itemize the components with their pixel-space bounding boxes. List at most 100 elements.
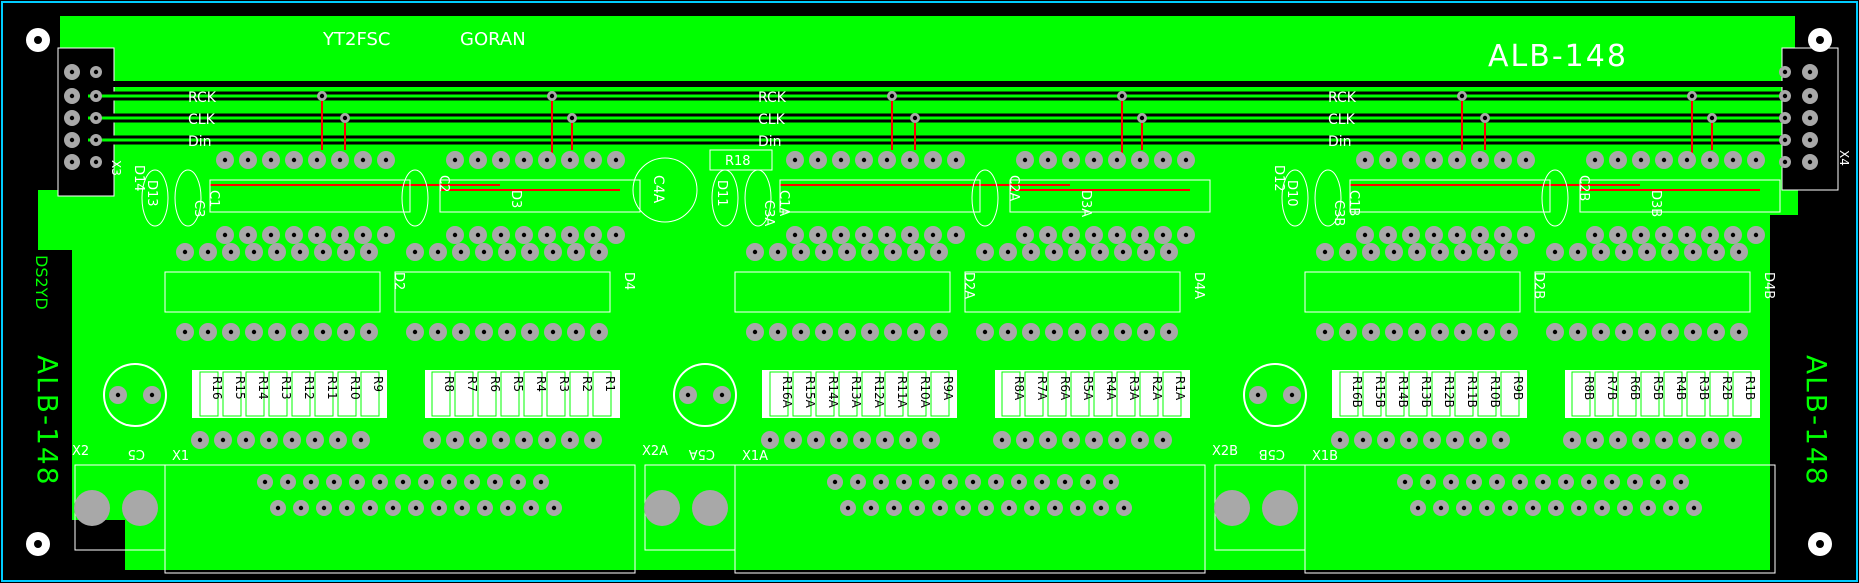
pad-hole [475, 232, 481, 238]
resistor-label: R13B [1419, 376, 1433, 408]
bus-label-din: Din [758, 134, 782, 150]
ctrl-label: R18 [725, 154, 751, 169]
pad-hole [220, 437, 226, 443]
pad-hole [1661, 437, 1667, 443]
resistor-label: R8B [1582, 376, 1596, 400]
driver-ic-body [964, 271, 1181, 313]
resistor [1408, 371, 1428, 417]
pad-hole [838, 232, 844, 238]
ic-body [1009, 179, 1211, 213]
resistor [291, 371, 311, 417]
driver-ic-body [164, 271, 381, 313]
pad-hole [475, 437, 481, 443]
pad-hole [1160, 157, 1166, 163]
pad-hole [1713, 249, 1719, 255]
pad-hole [573, 249, 579, 255]
author-callsign: YT2FSC [322, 29, 390, 50]
resistor [1024, 371, 1044, 417]
pad-hole [1707, 437, 1713, 443]
pad-hole [436, 505, 442, 511]
pad-hole [1753, 232, 1759, 238]
elcap-inner [675, 365, 735, 425]
pad-hole [222, 157, 228, 163]
ic-body [439, 179, 641, 213]
cap-label-c1: C1 [206, 190, 221, 207]
resistor-label: R1 [603, 376, 617, 392]
pad-hole [182, 329, 188, 335]
pad-hole [93, 69, 99, 75]
pad-hole [1408, 232, 1414, 238]
pad-hole [855, 479, 861, 485]
pad-hole [1477, 157, 1483, 163]
pad-hole [1166, 249, 1172, 255]
driver-ic-label: D2 [391, 272, 406, 290]
pad-hole [319, 93, 325, 99]
resistor-label: R16A [780, 376, 794, 409]
cap-outline [1281, 169, 1309, 227]
led-label: D11 [714, 180, 729, 207]
pad-hole [377, 479, 383, 485]
pad-hole [320, 329, 326, 335]
pad-hole [1782, 115, 1788, 121]
resistor-label: R2B [1720, 376, 1734, 400]
pad-hole [844, 249, 850, 255]
pad-hole [1482, 115, 1488, 121]
pad-hole [412, 249, 418, 255]
pad-hole [930, 232, 936, 238]
pad-hole [1615, 157, 1621, 163]
cap-label-c3: C3A [761, 200, 776, 226]
pad-hole [1622, 505, 1628, 511]
pad-hole [1782, 93, 1788, 99]
pad-hole [1437, 329, 1443, 335]
resistor-label: R5 [511, 376, 525, 392]
pad-hole [1730, 157, 1736, 163]
pad-hole [1592, 232, 1598, 238]
pad-hole [1684, 157, 1690, 163]
pad-hole [567, 232, 573, 238]
driver-ic-label: D4A [1191, 272, 1206, 299]
resistor [569, 371, 589, 417]
pad-hole [1667, 329, 1673, 335]
pad-hole [719, 392, 725, 398]
cap-label-c2: C2 [436, 175, 451, 192]
resistor-label: R2A [1150, 376, 1164, 401]
pad-hole [1337, 437, 1343, 443]
board-title-mirror-right: ALB-148 [1800, 355, 1833, 487]
pad-hole [1540, 479, 1546, 485]
led-label: D10 [1284, 180, 1299, 207]
pad-hole [590, 232, 596, 238]
pad-hole [205, 249, 211, 255]
resistor [1093, 371, 1113, 417]
pad-hole [1052, 505, 1058, 511]
pad-hole [544, 232, 550, 238]
pad-hole [1137, 232, 1143, 238]
pad-hole [993, 479, 999, 485]
pad-hole [1431, 232, 1437, 238]
pad-hole [93, 93, 99, 99]
elcap-inner [105, 365, 165, 425]
pad-hole [798, 329, 804, 335]
driver-ic-body [734, 271, 951, 313]
pad-hole [1615, 232, 1621, 238]
pad-hole [567, 437, 573, 443]
pad-hole [1684, 437, 1690, 443]
pad-hole [245, 157, 251, 163]
bus-label-din: Din [1328, 134, 1352, 150]
resistor-label: R6A [1058, 376, 1072, 401]
resistor [1385, 371, 1405, 417]
pad-hole [1183, 232, 1189, 238]
pad-hole [1391, 329, 1397, 335]
pad-hole [1644, 329, 1650, 335]
pad-hole [344, 505, 350, 511]
pad-hole [1563, 479, 1569, 485]
pad-hole [458, 329, 464, 335]
pad-hole [1684, 232, 1690, 238]
pad-hole [1632, 479, 1638, 485]
elcap-inner [1245, 365, 1305, 425]
resistor-label: R13 [279, 376, 293, 400]
pad-hole [1483, 329, 1489, 335]
pad-hole [342, 115, 348, 121]
pad-hole [1454, 232, 1460, 238]
pad-hole [1638, 157, 1644, 163]
